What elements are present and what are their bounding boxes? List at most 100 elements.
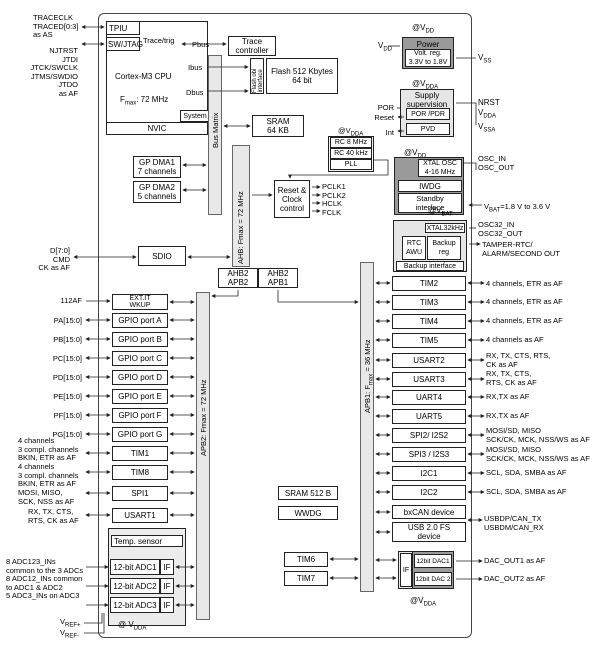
- power-vdd-label: @VDD: [412, 23, 435, 35]
- sram512b-block: SRAM 512 B: [278, 486, 338, 500]
- por-pdr-block: POR /PDR: [406, 108, 450, 120]
- tim2-pins-label: 4 channels, ETR as AF: [486, 279, 563, 288]
- gpio-a-block: GPIO port A: [112, 313, 168, 328]
- vref-plus-label: VREF+: [60, 617, 81, 629]
- adc3-in-label: 5 ADC3_INs on ADC3: [6, 591, 80, 601]
- rc-vdda-label: @VDDA: [338, 126, 364, 138]
- adc1-if-block: IF: [160, 559, 174, 575]
- adc2-block: 12-bit ADC2: [110, 578, 160, 594]
- af112-label: 112AF: [60, 296, 82, 305]
- uart4-block: UART4: [392, 390, 466, 405]
- tim1-compl-label: 3 compl. channels: [18, 444, 79, 454]
- int-signal-label: Int: [385, 128, 394, 137]
- pd-label: PD[15:0]: [52, 373, 82, 382]
- system-bus-label: System: [180, 110, 210, 122]
- bxcan-block: bxCAN device: [392, 505, 466, 519]
- tim4-block: TIM4: [392, 314, 466, 329]
- pll-block: PLL: [330, 159, 372, 170]
- usart1-rts-label: RTS, CK as AF: [28, 515, 79, 525]
- bus-matrix: Bus Matrix: [208, 55, 222, 215]
- jtdi-label: JTDI: [62, 54, 78, 64]
- chip-outline: [98, 13, 472, 638]
- tim1-ch-label: 4 channels: [18, 436, 55, 445]
- usart2-block: USART2: [392, 353, 466, 368]
- adc12-common-label: to ADC1 & ADC2: [6, 582, 63, 592]
- spi3-i2s3-block: SPI3 / I2S3: [392, 447, 466, 462]
- tamper-label: TAMPER-RTC/: [482, 240, 533, 249]
- nvic-block: NVIC: [106, 122, 208, 135]
- jtms-label: JTMS/SWDIO: [30, 71, 78, 81]
- tpiu-block: TPIU: [106, 21, 140, 35]
- spi1-mosi-label: MOSI, MISO,: [18, 488, 63, 497]
- spi1-signals: MOSI, MISO, SCK, NSS as AF: [18, 488, 74, 506]
- gpio-f-block: GPIO port F: [112, 408, 168, 423]
- pa-label: PA[15:0]: [53, 316, 82, 325]
- temp-sensor-block: Temp. sensor: [111, 535, 183, 547]
- vdd-pin-label: VDD: [378, 41, 393, 53]
- pf-label: PF[15:0]: [53, 411, 82, 420]
- cpu-label: Cortex-M3 CPU: [115, 72, 172, 81]
- pvd-block: PVD: [406, 123, 450, 135]
- osc32-out-label: OSC32_OUT: [478, 229, 523, 238]
- gpio-e-block: GPIO port E: [112, 389, 168, 404]
- apb2-bus: APB2: Fmax = 72 MHz: [196, 292, 210, 620]
- osc32-pins: OSC32_IN OSC32_OUT: [478, 220, 523, 238]
- i2c1-pins-label: SCL, SDA, SMBA as AF: [486, 468, 567, 477]
- tim8-ch-label: 4 channels: [18, 462, 55, 471]
- tim8-signals: 4 channels 3 compl. channels BKIN, ETR a…: [18, 462, 78, 489]
- jtag-af-label: as AF: [58, 88, 78, 98]
- tim2-block: TIM2: [392, 276, 466, 291]
- uart5-block: UART5: [392, 409, 466, 424]
- pbus-label: Pbus: [192, 40, 210, 49]
- adc-vdda-label: @ VDDA: [118, 620, 147, 632]
- pclk1-label: PCLK1: [322, 182, 346, 191]
- gpio-g-block: GPIO port G: [112, 427, 168, 442]
- tim7-block: TIM7: [284, 571, 328, 586]
- swjtag-block: SW/JTAG: [106, 37, 143, 51]
- ibus-label: Ibus: [188, 63, 203, 72]
- i2c1-block: I2C1: [392, 466, 466, 481]
- tamper-pins: TAMPER-RTC/ ALARM/SECOND OUT: [482, 240, 560, 258]
- reset-signal-label: Reset: [374, 113, 394, 122]
- voltage-regulator: Volt. reg.3.3V to 1.8V: [405, 49, 451, 67]
- xtal32-block: XTAL32kHz: [425, 223, 465, 233]
- spi2-i2s2-block: SPI2/ I2S2: [392, 428, 466, 443]
- por-signal-label: POR: [377, 103, 394, 112]
- gpio-c-block: GPIO port C: [112, 351, 168, 366]
- adc3-block: 12-bit ADC3: [110, 597, 160, 613]
- dac-if-block: IF: [400, 553, 412, 587]
- rc8mhz-block: RC 8 MHz: [330, 137, 372, 148]
- osc-pins: OSC_IN OSC_OUT: [478, 154, 514, 172]
- tim5-block: TIM5: [392, 333, 466, 348]
- usart1-signals: RX, TX, CTS, RTS, CK as AF: [28, 507, 79, 525]
- sdio-block: SDIO: [138, 246, 186, 266]
- traced-label: TRACED[0:3]: [33, 21, 79, 31]
- pclk2-label: PCLK2: [322, 190, 346, 200]
- dac2-block: 12bit DAC 2: [414, 572, 452, 586]
- supply-vdda-label: @VDDA: [412, 79, 439, 91]
- usart3-block: USART3: [392, 372, 466, 387]
- spi1-block: SPI1: [112, 486, 168, 501]
- usart3-pins-label: RX, TX, CTS,RTS, CK as AF: [486, 369, 537, 387]
- osc-vdd-label: @VDD: [404, 148, 426, 159]
- osc-out-label: OSC_OUT: [478, 163, 515, 172]
- ahb-bus: AHB: Fmax = 72 MHz: [232, 145, 250, 267]
- jtck-label: JTCK/SWCLK: [30, 63, 78, 73]
- pb-label: PB[15:0]: [53, 335, 82, 344]
- uart5-pins-label: RX,TX as AF: [486, 411, 530, 420]
- pc-label: PC[15:0]: [52, 354, 82, 363]
